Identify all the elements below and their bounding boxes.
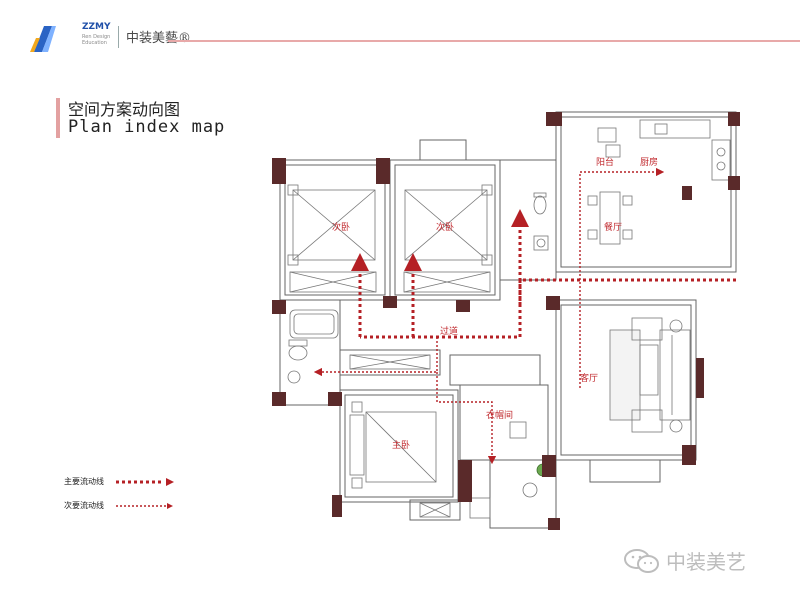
wechat-icon <box>624 548 659 573</box>
brand-logo: ZZMY Ren Design Education 中装美藝® <box>30 20 191 56</box>
label-balcony: 阳台 <box>596 156 614 168</box>
label-cloakroom: 衣帽间 <box>486 409 513 421</box>
kitchen-dining <box>587 119 731 245</box>
label-living: 客厅 <box>580 372 598 384</box>
legend-secondary-label: 次要流动线 <box>64 501 104 510</box>
label-kitchen: 厨房 <box>640 156 658 168</box>
logo-mark-icon <box>30 26 56 52</box>
header-rule <box>168 40 800 42</box>
bed-b <box>403 184 493 293</box>
page-title-en: Plan index map <box>68 117 226 137</box>
legend-primary-label: 主要流动线 <box>64 477 104 486</box>
legend-secondary-swatch <box>116 502 173 509</box>
logo-brand-text: ZZMY <box>82 22 111 32</box>
legend-primary: 主要流动线 <box>64 476 176 487</box>
wall-pillars <box>272 112 740 530</box>
label-corridor: 过道 <box>440 325 458 337</box>
bed-a <box>287 184 377 293</box>
secondary-flow-lines <box>313 167 665 465</box>
logo-company-name: 中装美藝® <box>126 31 192 46</box>
primary-flow-lines <box>351 209 736 339</box>
label-bedroom-a: 次卧 <box>332 221 350 233</box>
label-dining: 餐厅 <box>604 221 622 233</box>
title-accent-bar <box>56 98 60 138</box>
page-title-cn: 空间方案动向图 <box>68 100 181 119</box>
label-master: 主卧 <box>392 439 410 451</box>
watermark: 中装美艺 <box>624 546 746 575</box>
watermark-text: 中装美艺 <box>666 550 746 574</box>
legend-primary-swatch <box>116 477 174 486</box>
living-furniture <box>609 317 691 433</box>
logo-sub-text: Ren Design Education <box>82 34 111 46</box>
bathroom-fixtures <box>287 192 549 384</box>
label-bedroom-b: 次卧 <box>436 221 454 233</box>
legend-secondary: 次要流动线 <box>64 500 176 511</box>
wall-outlines <box>279 111 737 529</box>
logo-separator <box>118 26 119 48</box>
